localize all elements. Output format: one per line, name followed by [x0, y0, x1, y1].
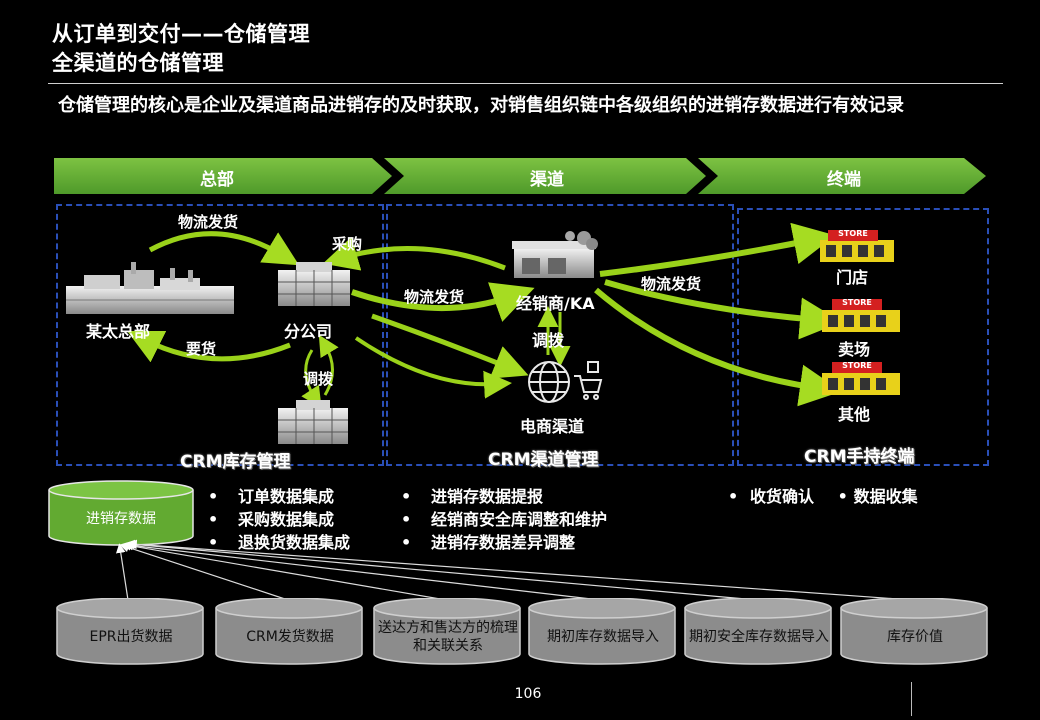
hq-bullet: 退换货数据集成 — [208, 531, 350, 554]
label-store: 门店 — [836, 268, 869, 287]
source-cylinder-1 — [56, 598, 204, 665]
main-db-cylinder — [48, 480, 194, 546]
store-icon-other — [822, 362, 900, 395]
label-purchase: 采购 — [332, 235, 363, 253]
branch-building-icon — [278, 262, 350, 306]
section-box-channel — [386, 204, 734, 466]
label-crm-inventory: CRM库存管理 — [180, 452, 291, 472]
footer-divider — [911, 682, 912, 716]
label-ecommerce: 电商渠道 — [520, 417, 585, 436]
page-title: 从订单到交付——仓储管理 — [52, 22, 310, 46]
page-number: 106 — [514, 686, 542, 702]
label-mall: 卖场 — [838, 340, 871, 359]
label-other: 其他 — [838, 405, 871, 424]
arrow-transfer-up — [318, 334, 339, 396]
stage-label-channel: 渠道 — [530, 170, 564, 190]
intro-text: 仓储管理的核心是企业及渠道商品进销存的及时获取，对销售组织链中各级组织的进销存数… — [58, 95, 904, 116]
source-label-inventory-value: 库存价值 — [887, 629, 943, 645]
label-channel-logistics: 物流发货 — [404, 288, 465, 306]
label-branch: 分公司 — [284, 322, 333, 341]
stage-label-terminal: 终端 — [827, 170, 861, 190]
stage-chevrons — [54, 158, 986, 194]
section-box-hq — [56, 204, 384, 466]
stage-label-hq: 总部 — [200, 170, 234, 190]
title-divider — [48, 83, 1003, 84]
store-icon-shop — [820, 230, 894, 262]
shopping-cart-icon — [574, 361, 603, 400]
hq-bullet: 采购数据集成 — [208, 508, 350, 531]
channel-bullet: 进销存数据差异调整 — [401, 531, 607, 554]
source-label-crm-ship: CRM发货数据 — [246, 629, 334, 645]
hq-bullet-list: 订单数据集成 采购数据集成 退换货数据集成 — [208, 485, 350, 554]
arrow-branch-to-ecommerce-a — [371, 313, 529, 379]
arrow-transfer-down — [301, 349, 322, 409]
terminal-bullet: 收货确认 — [750, 487, 815, 506]
channel-bullet: 进销存数据提报 — [401, 485, 607, 508]
label-dealer: 经销商/KA — [516, 294, 595, 313]
label-crm-terminal: CRM手持终端 — [804, 447, 915, 467]
stage-chevron-channel — [384, 158, 706, 194]
source-label-relations: 送达方和售达方的梳理和关联关系 — [378, 620, 518, 654]
arrow-to-mall — [604, 279, 842, 340]
source-cylinder-3 — [373, 598, 521, 665]
source-cylinder-5 — [684, 598, 832, 665]
source-label-epr: EPR出货数据 — [89, 629, 173, 645]
hq-bullet: 订单数据集成 — [208, 485, 350, 508]
label-hq-logistics: 物流发货 — [178, 213, 239, 231]
store-sign-1: STORE — [838, 229, 868, 238]
label-hq-transfer: 调拨 — [303, 370, 334, 388]
arrow-dealer-to-branch — [322, 236, 506, 271]
main-db-label: 进销存数据 — [86, 511, 156, 527]
store-sign-2: STORE — [842, 298, 872, 307]
channel-bullet-list: 进销存数据提报 经销商安全库调整和维护 进销存数据差异调整 — [401, 485, 607, 554]
arrow-branch-to-ecommerce-b — [354, 336, 512, 399]
label-hq-name: 某太总部 — [86, 322, 151, 341]
section-box-terminal — [737, 208, 989, 466]
source-cylinder-2 — [215, 598, 363, 665]
dealer-shop-icon — [512, 231, 598, 278]
arrow-to-other — [594, 287, 842, 407]
arrow-hq-to-branch — [148, 231, 300, 266]
store-sign-3: STORE — [842, 361, 872, 370]
label-channel-transfer: 调拨 — [532, 331, 565, 350]
channel-bullet: 经销商安全库调整和维护 — [401, 508, 607, 531]
factory-icon — [66, 262, 234, 314]
label-terminal-logistics: 物流发货 — [641, 275, 702, 293]
terminal-bullet: 数据收集 — [853, 487, 918, 506]
source-label-safety-stock: 期初安全库存数据导入 — [689, 629, 829, 645]
source-label-opening-inventory: 期初库存数据导入 — [547, 629, 659, 645]
arrow-to-store — [599, 222, 836, 277]
arrow-branch-to-dealer — [351, 282, 535, 322]
source-cylinder-6 — [840, 598, 988, 665]
terminal-bullet-list: •收货确认 •数据收集 — [728, 487, 918, 506]
warehouse-building-icon — [278, 400, 348, 444]
page-subtitle: 全渠道的仓储管理 — [52, 51, 224, 75]
arrow-branch-to-hq — [127, 331, 291, 363]
ecommerce-globe-icon — [528, 361, 570, 403]
label-request: 要货 — [186, 340, 217, 358]
stage-chevron-terminal — [698, 158, 986, 194]
source-cylinders — [56, 598, 988, 665]
stage-chevron-hq — [54, 158, 392, 194]
source-cylinder-4 — [528, 598, 676, 665]
store-icon-mall — [822, 299, 900, 332]
label-crm-channel: CRM渠道管理 — [488, 450, 599, 470]
